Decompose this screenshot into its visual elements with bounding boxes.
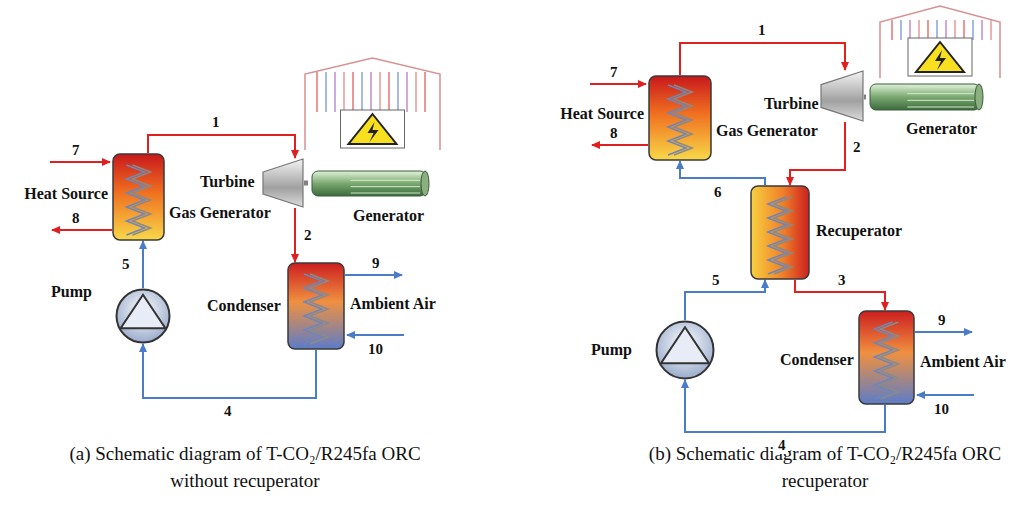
recuperator-shape [750, 185, 810, 280]
condenser-shape [287, 262, 345, 350]
component-label: Generator [906, 119, 977, 139]
shaft [304, 181, 308, 186]
component-label: Turbine [764, 94, 819, 114]
stream-number: 2 [302, 226, 314, 244]
component-label: Gas Generator [716, 121, 818, 141]
recuperator: Recuperator [750, 185, 810, 280]
component-label: Gas Generator [169, 203, 271, 223]
gas-generator: Gas Generator [112, 153, 165, 241]
stream-number: 8 [610, 123, 618, 143]
stream-number: 4 [776, 436, 788, 454]
stream-number: 10 [934, 399, 949, 419]
stream-label: Ambient Air [920, 352, 1006, 372]
pump: Pump [655, 320, 715, 380]
component-label: Turbine [200, 172, 255, 192]
figure-caption: (b) Schematic diagram of T-CO₂/R245fa OR… [625, 440, 1025, 494]
pump-shape [655, 320, 715, 380]
pipe [148, 135, 295, 158]
pump-shape [115, 288, 171, 344]
gas-generator-shape [648, 75, 712, 161]
electric-generator: Generator [308, 170, 430, 197]
stream-number: 5 [120, 255, 132, 273]
component-label: Condenser [207, 296, 281, 316]
stream-number: 7 [610, 62, 618, 82]
stream-number: 10 [368, 339, 383, 359]
stream-number: 2 [851, 138, 863, 156]
pipe [685, 280, 765, 320]
condenser-shape [858, 310, 915, 405]
electric-generator-shape [866, 83, 984, 111]
turbine-shape [820, 70, 864, 122]
stream-number: 9 [372, 253, 380, 273]
component-label: Recuperator [816, 221, 902, 241]
condenser: Condenser [287, 262, 345, 350]
turbine: Turbine [820, 70, 864, 122]
pipe [294, 208, 296, 262]
stream-number: 4 [222, 402, 234, 420]
stream-label: Heat Source [540, 104, 644, 124]
pump: Pump [115, 288, 171, 344]
stream-number: 1 [756, 21, 768, 39]
figure-caption: (a) Schematic diagram of T-CO₂/R245fa OR… [55, 440, 435, 494]
stream-label: Ambient Air [350, 294, 436, 314]
gas-generator: Gas Generator [648, 75, 712, 161]
stream-number: 9 [938, 310, 946, 330]
pipe [685, 380, 885, 432]
component-label: Generator [353, 206, 424, 226]
stream-number: 3 [836, 271, 848, 289]
component-label: Pump [591, 340, 632, 360]
component-label: Condenser [780, 350, 854, 370]
gas-generator-shape [112, 153, 165, 241]
pipe [680, 161, 765, 185]
pipe [680, 43, 845, 75]
component-label: Pump [51, 282, 92, 302]
pipe [142, 241, 144, 288]
stream-number: 8 [72, 208, 80, 228]
condenser: Condenser [858, 310, 915, 405]
pipe [143, 344, 316, 398]
stream-number: 6 [712, 183, 724, 201]
turbine-shape [262, 158, 304, 208]
shaft [864, 95, 866, 100]
electric-generator: Generator [866, 83, 984, 111]
stream-label: Heat Source [10, 184, 108, 204]
stream-number: 7 [72, 140, 80, 160]
turbine: Turbine [262, 158, 304, 208]
stream-number: 1 [210, 113, 222, 131]
stream-number: 5 [710, 271, 722, 289]
electric-generator-shape [308, 170, 430, 197]
